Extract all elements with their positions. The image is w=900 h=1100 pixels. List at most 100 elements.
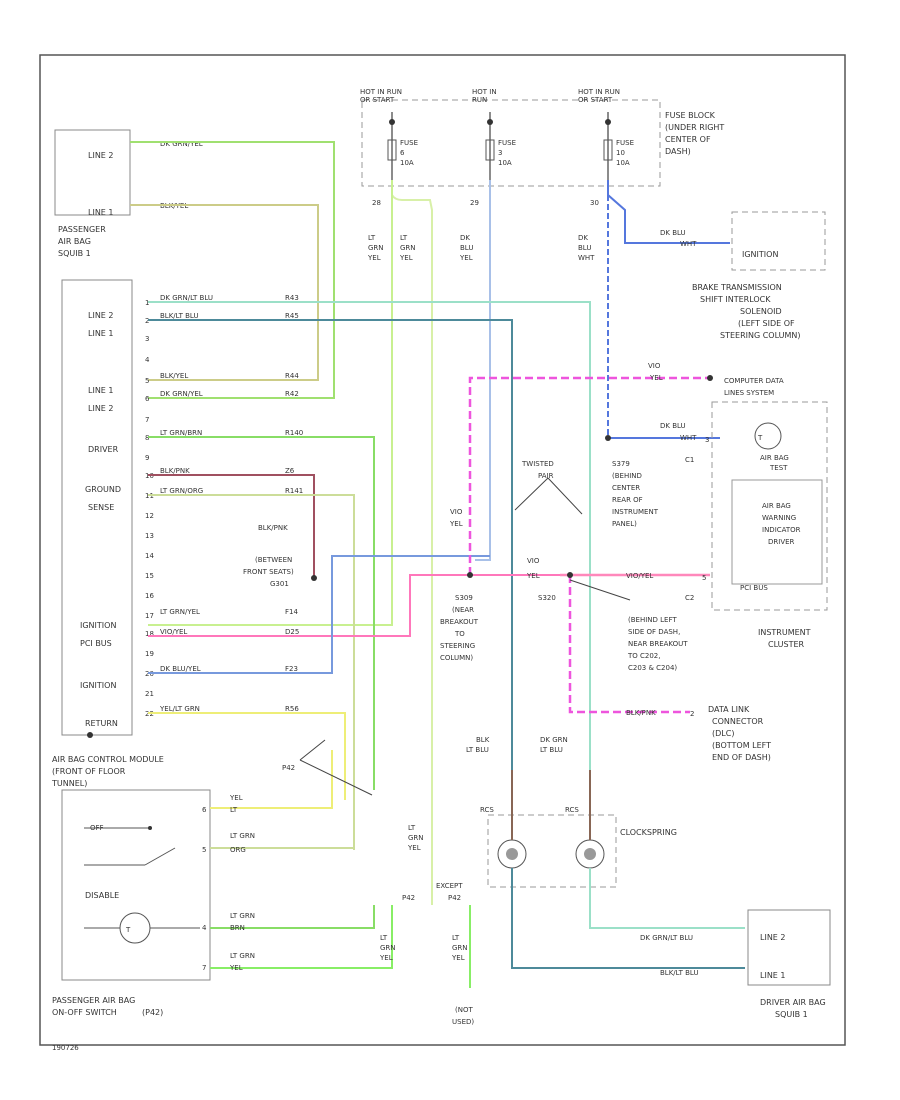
svg-text:R42: R42	[285, 390, 299, 398]
svg-text:TO: TO	[454, 630, 465, 638]
svg-text:GROUND: GROUND	[85, 485, 121, 494]
svg-text:VIO: VIO	[450, 508, 463, 516]
svg-text:CENTER: CENTER	[612, 484, 640, 492]
svg-text:STEERING: STEERING	[440, 642, 475, 650]
svg-text:LT GRN: LT GRN	[230, 952, 255, 960]
fuse-wire-labels: LT GRN YEL LT GRN YEL DK BLU YEL DK BLU …	[367, 229, 697, 262]
svg-text:7: 7	[145, 416, 149, 424]
svg-text:CLUSTER: CLUSTER	[768, 640, 805, 649]
svg-text:S309: S309	[455, 594, 473, 602]
svg-text:YEL: YEL	[229, 964, 243, 972]
svg-text:30: 30	[590, 199, 599, 207]
corner-code: 190726	[52, 1044, 79, 1052]
svg-text:LT GRN/YEL: LT GRN/YEL	[160, 608, 200, 616]
svg-text:D25: D25	[285, 628, 299, 636]
svg-text:RETURN: RETURN	[85, 719, 118, 728]
svg-text:BLK/LT BLU: BLK/LT BLU	[160, 312, 199, 320]
svg-text:YEL: YEL	[526, 572, 540, 580]
svg-text:4: 4	[202, 924, 207, 932]
svg-text:COLUMN): COLUMN)	[440, 654, 473, 662]
svg-text:(BEHIND: (BEHIND	[612, 472, 642, 480]
svg-text:FRONT SEATS): FRONT SEATS)	[243, 568, 294, 576]
svg-text:YEL/LT GRN: YEL/LT GRN	[159, 705, 200, 713]
svg-text:ON-OFF SWITCH: ON-OFF SWITCH	[52, 1008, 117, 1017]
svg-text:DK GRN/LT BLU: DK GRN/LT BLU	[160, 294, 213, 302]
svg-text:(DLC): (DLC)	[712, 729, 734, 738]
svg-text:3: 3	[498, 149, 502, 157]
svg-text:GRN: GRN	[368, 244, 384, 252]
fuse-wires	[148, 180, 730, 905]
svg-text:F23: F23	[285, 665, 298, 673]
svg-text:HOT IN RUN: HOT IN RUN	[360, 88, 402, 96]
svg-text:FUSE: FUSE	[616, 139, 634, 147]
svg-text:YEL: YEL	[449, 520, 463, 528]
svg-text:5: 5	[145, 377, 149, 385]
svg-text:6: 6	[202, 806, 207, 814]
svg-text:BLK/LT BLU: BLK/LT BLU	[660, 969, 699, 977]
svg-text:R44: R44	[285, 372, 299, 380]
svg-text:7: 7	[202, 964, 206, 972]
svg-text:15: 15	[145, 572, 154, 580]
svg-text:IGNITION: IGNITION	[742, 250, 778, 259]
svg-text:P42: P42	[402, 894, 415, 902]
svg-text:LT: LT	[408, 824, 416, 832]
svg-text:IGNITION: IGNITION	[80, 681, 116, 690]
svg-text:(UNDER RIGHT: (UNDER RIGHT	[665, 123, 724, 132]
svg-text:SHIFT INTERLOCK: SHIFT INTERLOCK	[700, 295, 771, 304]
svg-text:YEL: YEL	[367, 254, 381, 262]
svg-text:EXCEPT: EXCEPT	[436, 882, 463, 890]
svg-text:C2: C2	[685, 594, 694, 602]
module-pins: 1 2 3 4 5 6 7 8 9 10 11 12 13 14 15 16 1…	[145, 299, 154, 718]
svg-text:G301: G301	[270, 580, 289, 588]
svg-text:GRN: GRN	[408, 834, 424, 842]
svg-text:BREAKOUT: BREAKOUT	[440, 618, 479, 626]
svg-text:5: 5	[202, 846, 206, 854]
svg-text:DRIVER AIR BAG: DRIVER AIR BAG	[760, 998, 826, 1007]
svg-text:21: 21	[145, 690, 154, 698]
svg-text:DRIVER: DRIVER	[768, 538, 795, 546]
svg-text:SOLENOID: SOLENOID	[740, 307, 782, 316]
passenger-squib-wires	[130, 141, 335, 399]
svg-text:12: 12	[145, 512, 154, 520]
svg-text:FUSE: FUSE	[400, 139, 418, 147]
svg-text:LT BLU: LT BLU	[466, 746, 489, 754]
svg-text:OR START: OR START	[578, 96, 613, 104]
svg-text:DK: DK	[578, 234, 588, 242]
svg-text:PANEL): PANEL)	[612, 520, 637, 528]
svg-text:10A: 10A	[616, 159, 630, 167]
svg-text:VIO/YEL: VIO/YEL	[626, 572, 653, 580]
svg-text:YEL: YEL	[407, 844, 421, 852]
svg-text:10A: 10A	[498, 159, 512, 167]
module-wires	[148, 301, 591, 850]
svg-text:RCS: RCS	[480, 806, 494, 814]
svg-text:YEL: YEL	[399, 254, 413, 262]
svg-text:LT GRN: LT GRN	[230, 832, 255, 840]
svg-text:LINE 2: LINE 2	[88, 151, 114, 160]
clockspring-wires	[511, 770, 745, 969]
svg-text:GRN: GRN	[380, 944, 396, 952]
svg-text:BLK: BLK	[476, 736, 490, 744]
svg-text:DK BLU: DK BLU	[660, 422, 686, 430]
svg-text:WARNING: WARNING	[762, 514, 796, 522]
svg-text:AIR BAG: AIR BAG	[58, 237, 91, 246]
svg-text:R56: R56	[285, 705, 299, 713]
svg-text:C203 & C204): C203 & C204)	[628, 664, 677, 672]
svg-text:YEL: YEL	[459, 254, 473, 262]
svg-text:(BEHIND LEFT: (BEHIND LEFT	[628, 616, 677, 624]
passenger-air-bag-switch: OFF DISABLE T 6 5 4 7 PASSENGER AIR BAG …	[52, 789, 211, 1017]
svg-text:YEL: YEL	[229, 794, 243, 802]
svg-text:13: 13	[145, 532, 154, 540]
svg-text:DK GRN: DK GRN	[540, 736, 568, 744]
svg-text:LT: LT	[380, 934, 388, 942]
svg-text:WHT: WHT	[578, 254, 595, 262]
module-wire-labels: DK GRN/LT BLU BLK/LT BLU BLK/YEL DK GRN/…	[159, 294, 303, 713]
svg-text:(LEFT SIDE OF: (LEFT SIDE OF	[738, 319, 795, 328]
svg-text:REAR OF: REAR OF	[612, 496, 643, 504]
svg-text:GRN: GRN	[400, 244, 416, 252]
svg-text:OR START: OR START	[360, 96, 395, 104]
svg-text:LT: LT	[368, 234, 376, 242]
svg-text:6: 6	[145, 395, 150, 403]
svg-text:INSTRUMENT: INSTRUMENT	[612, 508, 659, 516]
svg-text:LT: LT	[452, 934, 460, 942]
svg-text:YEL: YEL	[379, 954, 393, 962]
